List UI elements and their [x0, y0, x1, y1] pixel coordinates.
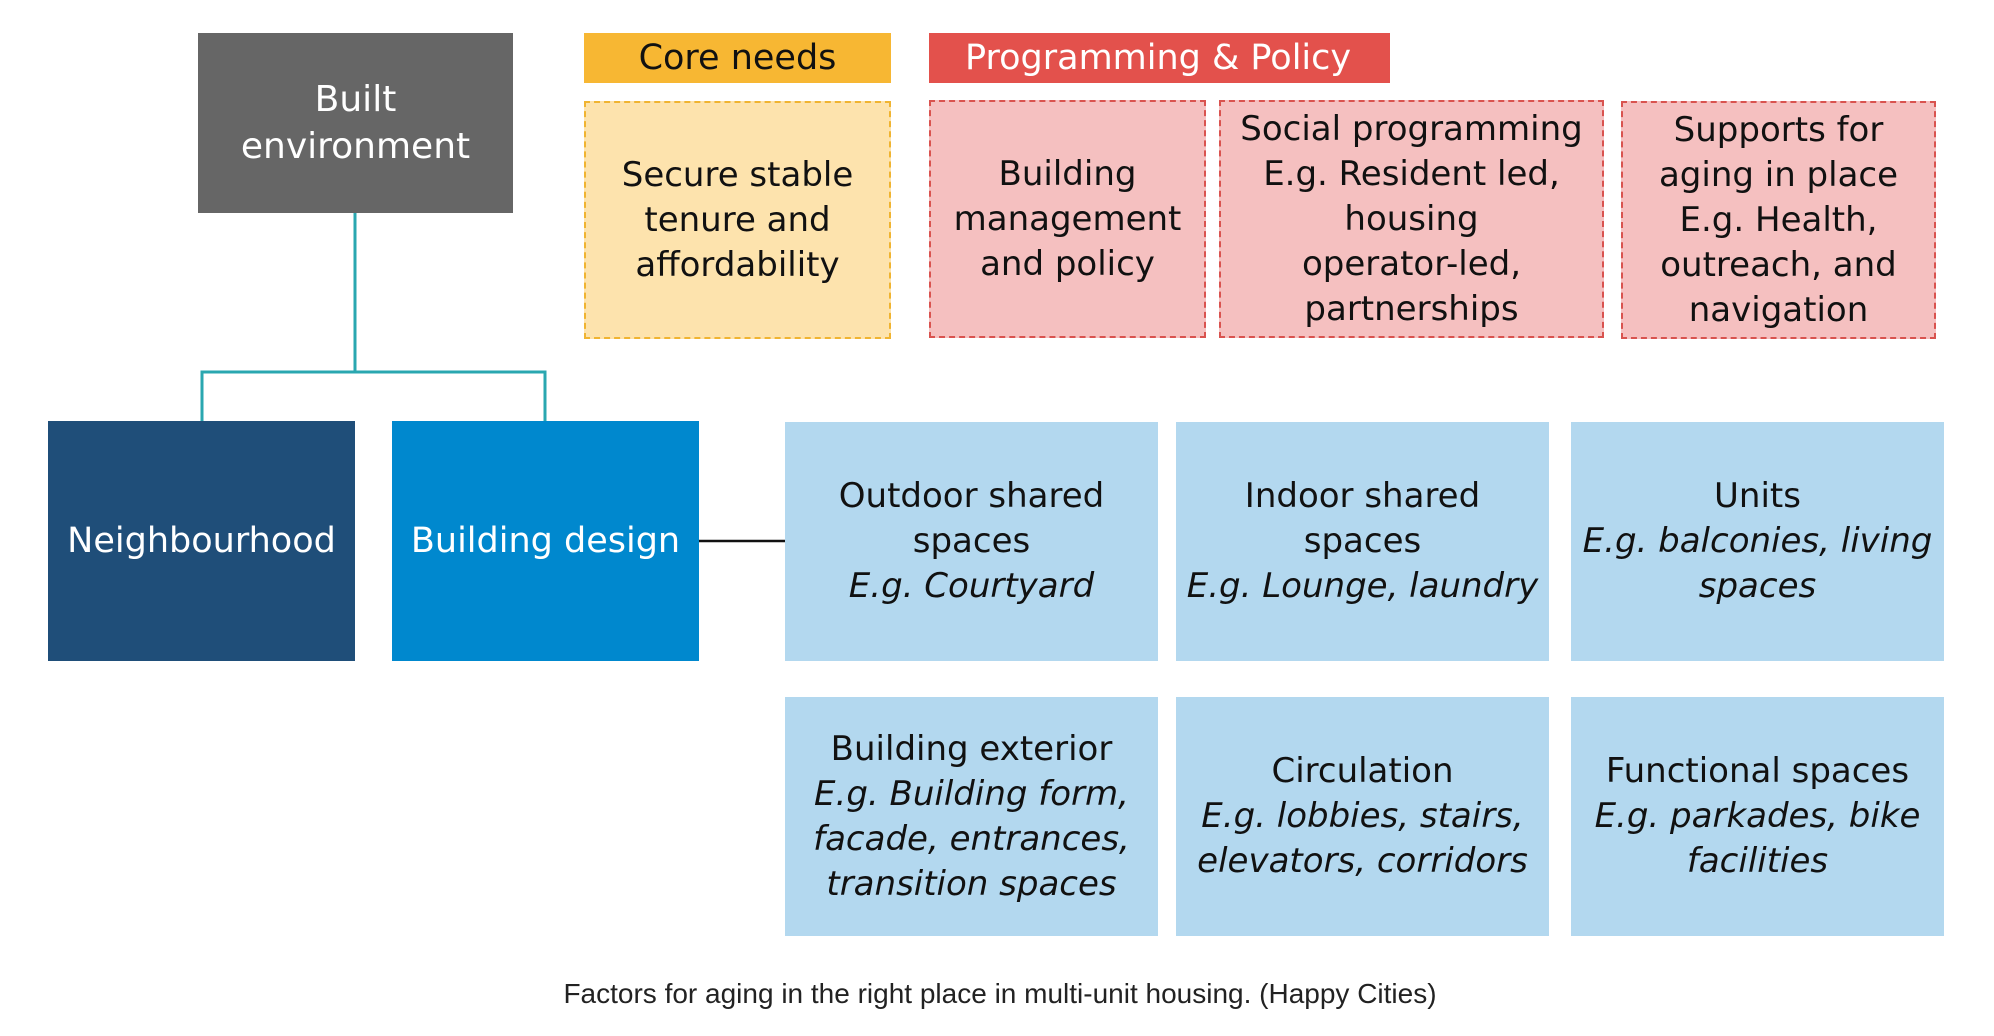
programming-line: Building [998, 153, 1137, 194]
category-outdoor-shared-spaces: Outdoor shared spaces E.g. Courtyard [785, 422, 1158, 661]
programming-line: outreach, and [1660, 244, 1897, 285]
programming-line: E.g. Resident led, [1263, 153, 1560, 194]
category-example: E.g. Courtyard [848, 566, 1095, 606]
built-environment-line: Built [314, 79, 397, 120]
category-example: E.g. parkades, bike [1594, 796, 1921, 836]
core-need-line: Secure stable [621, 154, 854, 195]
category-example: facade, entrances, [813, 818, 1130, 859]
core-need-tenure-box: Secure stable tenure and affordability [584, 101, 891, 339]
building-design-label: Building design [410, 520, 681, 561]
category-example: spaces [1698, 566, 1817, 606]
category-indoor-shared-spaces: Indoor shared spaces E.g. Lounge, laundr… [1176, 422, 1549, 661]
programming-line: management [953, 198, 1182, 239]
core-need-line: affordability [635, 244, 840, 285]
built-environment-line: environment [240, 126, 471, 167]
category-functional-spaces: Functional spaces E.g. parkades, bike fa… [1571, 697, 1944, 936]
category-example: E.g. Building form, [814, 773, 1129, 814]
category-example: E.g. lobbies, stairs, [1201, 796, 1524, 836]
category-title: Outdoor shared [838, 476, 1105, 516]
programming-supports-box: Supports for aging in place E.g. Health,… [1621, 101, 1936, 339]
figure-caption: Factors for aging in the right place in … [563, 978, 1437, 1009]
category-title: spaces [1303, 521, 1422, 561]
category-example: E.g. Lounge, laundry [1186, 566, 1539, 606]
programming-management-box: Building management and policy [929, 100, 1206, 338]
built-environment-node: Built environment [198, 33, 513, 213]
programming-line: navigation [1688, 289, 1869, 330]
programming-line: partnerships [1304, 288, 1519, 329]
programming-policy-header-label: Programming & Policy [965, 38, 1352, 78]
category-title: Circulation [1271, 751, 1454, 791]
programming-line: operator-led, [1301, 243, 1522, 284]
neighbourhood-label: Neighbourhood [67, 520, 336, 561]
programming-line: and policy [980, 243, 1155, 284]
programming-line: E.g. Health, [1679, 199, 1878, 240]
building-design-node: Building design [392, 421, 699, 661]
neighbourhood-node: Neighbourhood [48, 421, 355, 661]
programming-policy-header: Programming & Policy [929, 33, 1390, 83]
category-title: Units [1714, 476, 1801, 516]
programming-line: Supports for [1673, 109, 1884, 150]
core-needs-header-label: Core needs [638, 38, 837, 78]
category-example: transition spaces [826, 863, 1117, 904]
category-title: spaces [912, 521, 1031, 561]
core-need-line: tenure and [644, 199, 831, 240]
category-example: elevators, corridors [1197, 841, 1528, 881]
category-title: Indoor shared [1244, 476, 1481, 516]
tree-connector [200, 213, 547, 421]
programming-social-box: Social programming E.g. Resident led, ho… [1219, 100, 1604, 338]
core-needs-header: Core needs [584, 33, 891, 83]
category-title: Functional spaces [1605, 751, 1910, 791]
programming-line: aging in place [1658, 154, 1899, 195]
category-example: facilities [1686, 841, 1829, 881]
category-units: Units E.g. balconies, living spaces [1571, 422, 1944, 661]
category-example: E.g. balconies, living [1582, 521, 1933, 561]
programming-line: housing [1344, 198, 1479, 239]
category-building-exterior: Building exterior E.g. Building form, fa… [785, 697, 1158, 936]
programming-line: Social programming [1240, 108, 1583, 149]
category-circulation: Circulation E.g. lobbies, stairs, elevat… [1176, 697, 1549, 936]
category-title: Building exterior [830, 728, 1113, 769]
